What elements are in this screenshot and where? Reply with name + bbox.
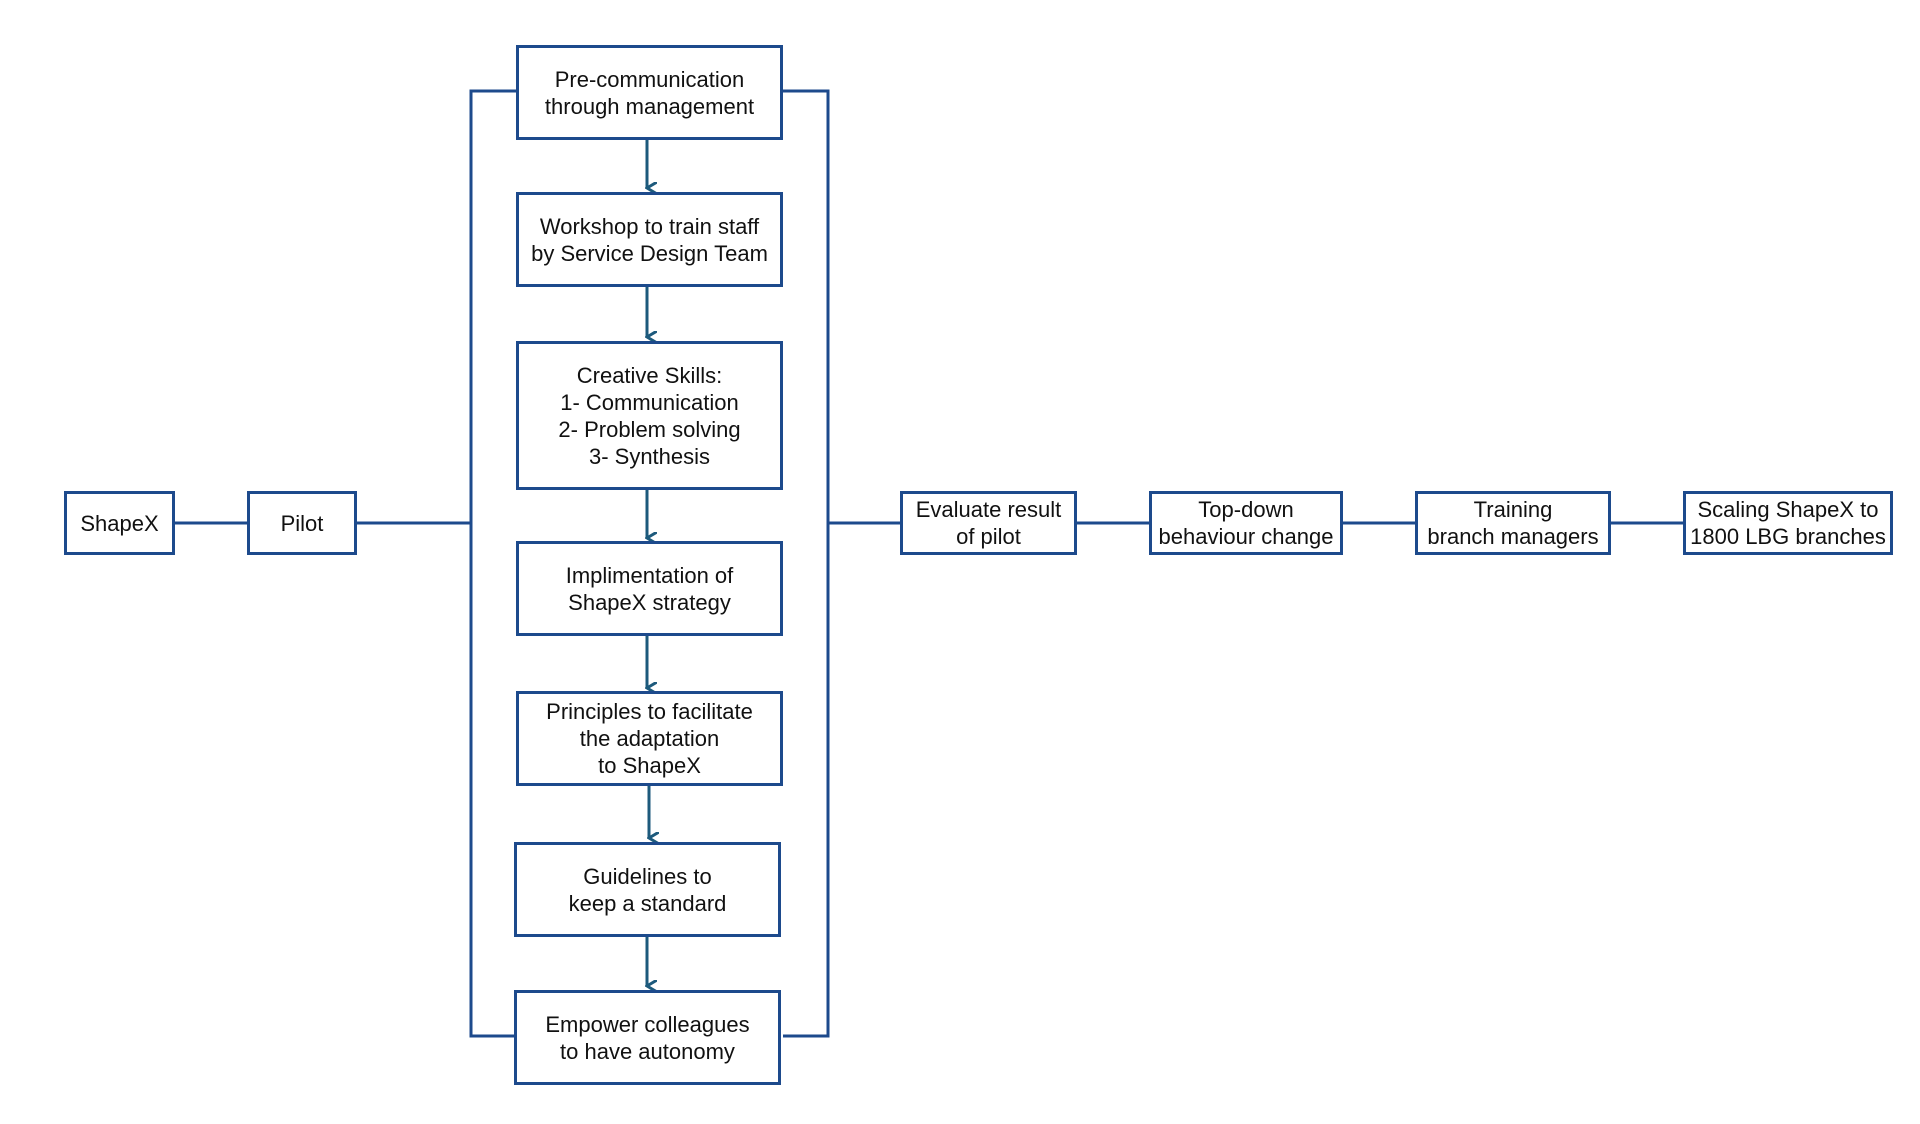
creative-skills-label: Creative Skills: 1- Communication 2- Pro… (558, 362, 741, 469)
scaling-label: Scaling ShapeX to 1800 LBG branches (1690, 497, 1886, 549)
guidelines-label: Guidelines to keep a standard (568, 863, 727, 916)
empower-label: Empower colleagues to have autonomy (545, 1011, 750, 1064)
scaling-box: Scaling ShapeX to 1800 LBG branches (1683, 491, 1893, 555)
shapex-box: ShapeX (64, 491, 175, 555)
top-down-label: Top-down behaviour change (1158, 497, 1334, 549)
evaluate-box: Evaluate result of pilot (900, 491, 1077, 555)
pre-communication-box: Pre-communication through management (516, 45, 783, 140)
pilot-label: Pilot (280, 510, 324, 536)
principles-box: Principles to facilitate the adaptation … (516, 691, 783, 786)
evaluate-label: Evaluate result of pilot (915, 497, 1062, 549)
empower-box: Empower colleagues to have autonomy (514, 990, 781, 1085)
top-down-box: Top-down behaviour change (1149, 491, 1343, 555)
principles-label: Principles to facilitate the adaptation … (546, 699, 753, 778)
pre-communication-label: Pre-communication through management (544, 66, 755, 119)
left-bracket (469, 89, 516, 1038)
implementation-label: Implimentation of ShapeX strategy (565, 562, 734, 615)
shapex-label: ShapeX (80, 510, 159, 536)
creative-skills-box: Creative Skills: 1- Communication 2- Pro… (516, 341, 783, 490)
training-box: Training branch managers (1415, 491, 1611, 555)
workshop-label: Workshop to train staff by Service Desig… (531, 213, 768, 266)
workshop-box: Workshop to train staff by Service Desig… (516, 192, 783, 287)
pilot-box: Pilot (247, 491, 357, 555)
right-bracket (783, 89, 830, 1038)
implementation-box: Implimentation of ShapeX strategy (516, 541, 783, 636)
training-label: Training branch managers (1427, 497, 1599, 549)
guidelines-box: Guidelines to keep a standard (514, 842, 781, 937)
